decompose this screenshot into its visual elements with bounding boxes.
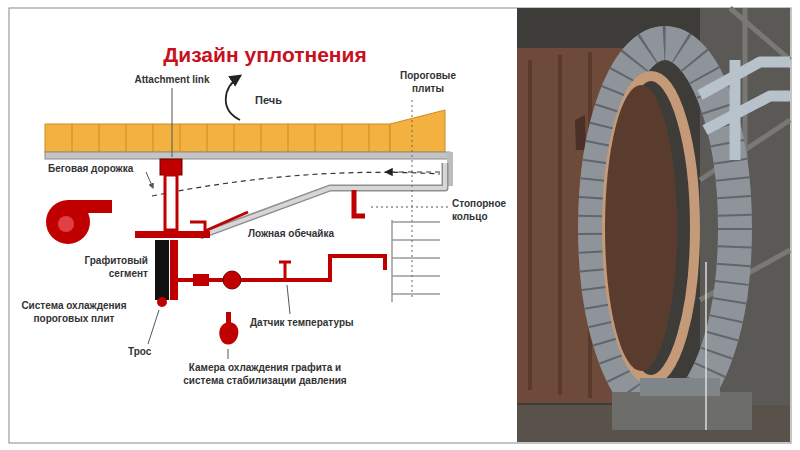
running-track: [135, 231, 210, 238]
leader-line: [368, 207, 448, 208]
outer-frame: [9, 8, 791, 443]
part-label: Ложная обечайка: [248, 228, 334, 241]
leader-line: [412, 100, 413, 300]
temperature-sensor: [279, 262, 291, 280]
part-label: Attachment link: [134, 74, 209, 87]
threshold-plates: [390, 110, 445, 152]
part-label: Трос: [128, 346, 151, 359]
blower-outlet: [68, 200, 112, 213]
leader-line: [172, 88, 173, 157]
photo-ground: [517, 8, 790, 442]
part-label: Камера охлаждения графита и система стаб…: [176, 362, 354, 387]
leader-line: [228, 349, 229, 359]
kiln-shell: [45, 152, 450, 159]
part-label: Стопорное кольцо: [452, 198, 512, 223]
kiln-end: [605, 85, 677, 371]
stopper-ring: [354, 190, 365, 216]
false-shell-arm: [205, 212, 248, 231]
part-label: Пороговые плиты: [395, 70, 461, 95]
blower-hub: [58, 216, 74, 232]
leader-line: [287, 285, 290, 314]
blower-neck: [226, 312, 231, 324]
air-pipes: [700, 60, 790, 160]
seal-segments: [595, 43, 735, 413]
seal-base: [612, 392, 752, 430]
running-track-post: [165, 175, 177, 230]
pipe-valve: [193, 274, 209, 286]
support-frame: [392, 220, 440, 302]
part-label: Система охлаждения пороговых плит: [14, 300, 134, 325]
graphite-housing: [170, 240, 178, 300]
rotation-arrow: [226, 76, 240, 120]
diagram-title: Дизайн уплотнения: [163, 42, 366, 67]
cooling-pipe: [178, 256, 385, 280]
cable-symbol: [157, 297, 167, 307]
part-label: Графитовый сегмент: [78, 255, 148, 280]
seal-foot: [640, 378, 720, 396]
kiln-bricks: [45, 124, 390, 152]
air-flow-line: [152, 172, 440, 196]
attachment-link: [160, 159, 182, 175]
chamber-blower: [219, 322, 238, 345]
bracket: [190, 222, 205, 231]
part-label: Датчик температуры: [250, 317, 354, 330]
part-label: Печь: [255, 94, 282, 108]
air-flow-arrow: [386, 171, 440, 172]
kiln-photo: [517, 8, 790, 442]
pipe-fan: [223, 271, 241, 289]
tension-cable: [705, 262, 707, 430]
shell-bracket: [575, 115, 586, 150]
part-label: Беговая дорожка: [48, 163, 133, 176]
leader-line: [146, 172, 153, 188]
seal-ring: [595, 43, 735, 413]
graphite-segment: [155, 240, 169, 300]
leader-line: [148, 310, 159, 344]
brick-joints: [72, 124, 369, 152]
